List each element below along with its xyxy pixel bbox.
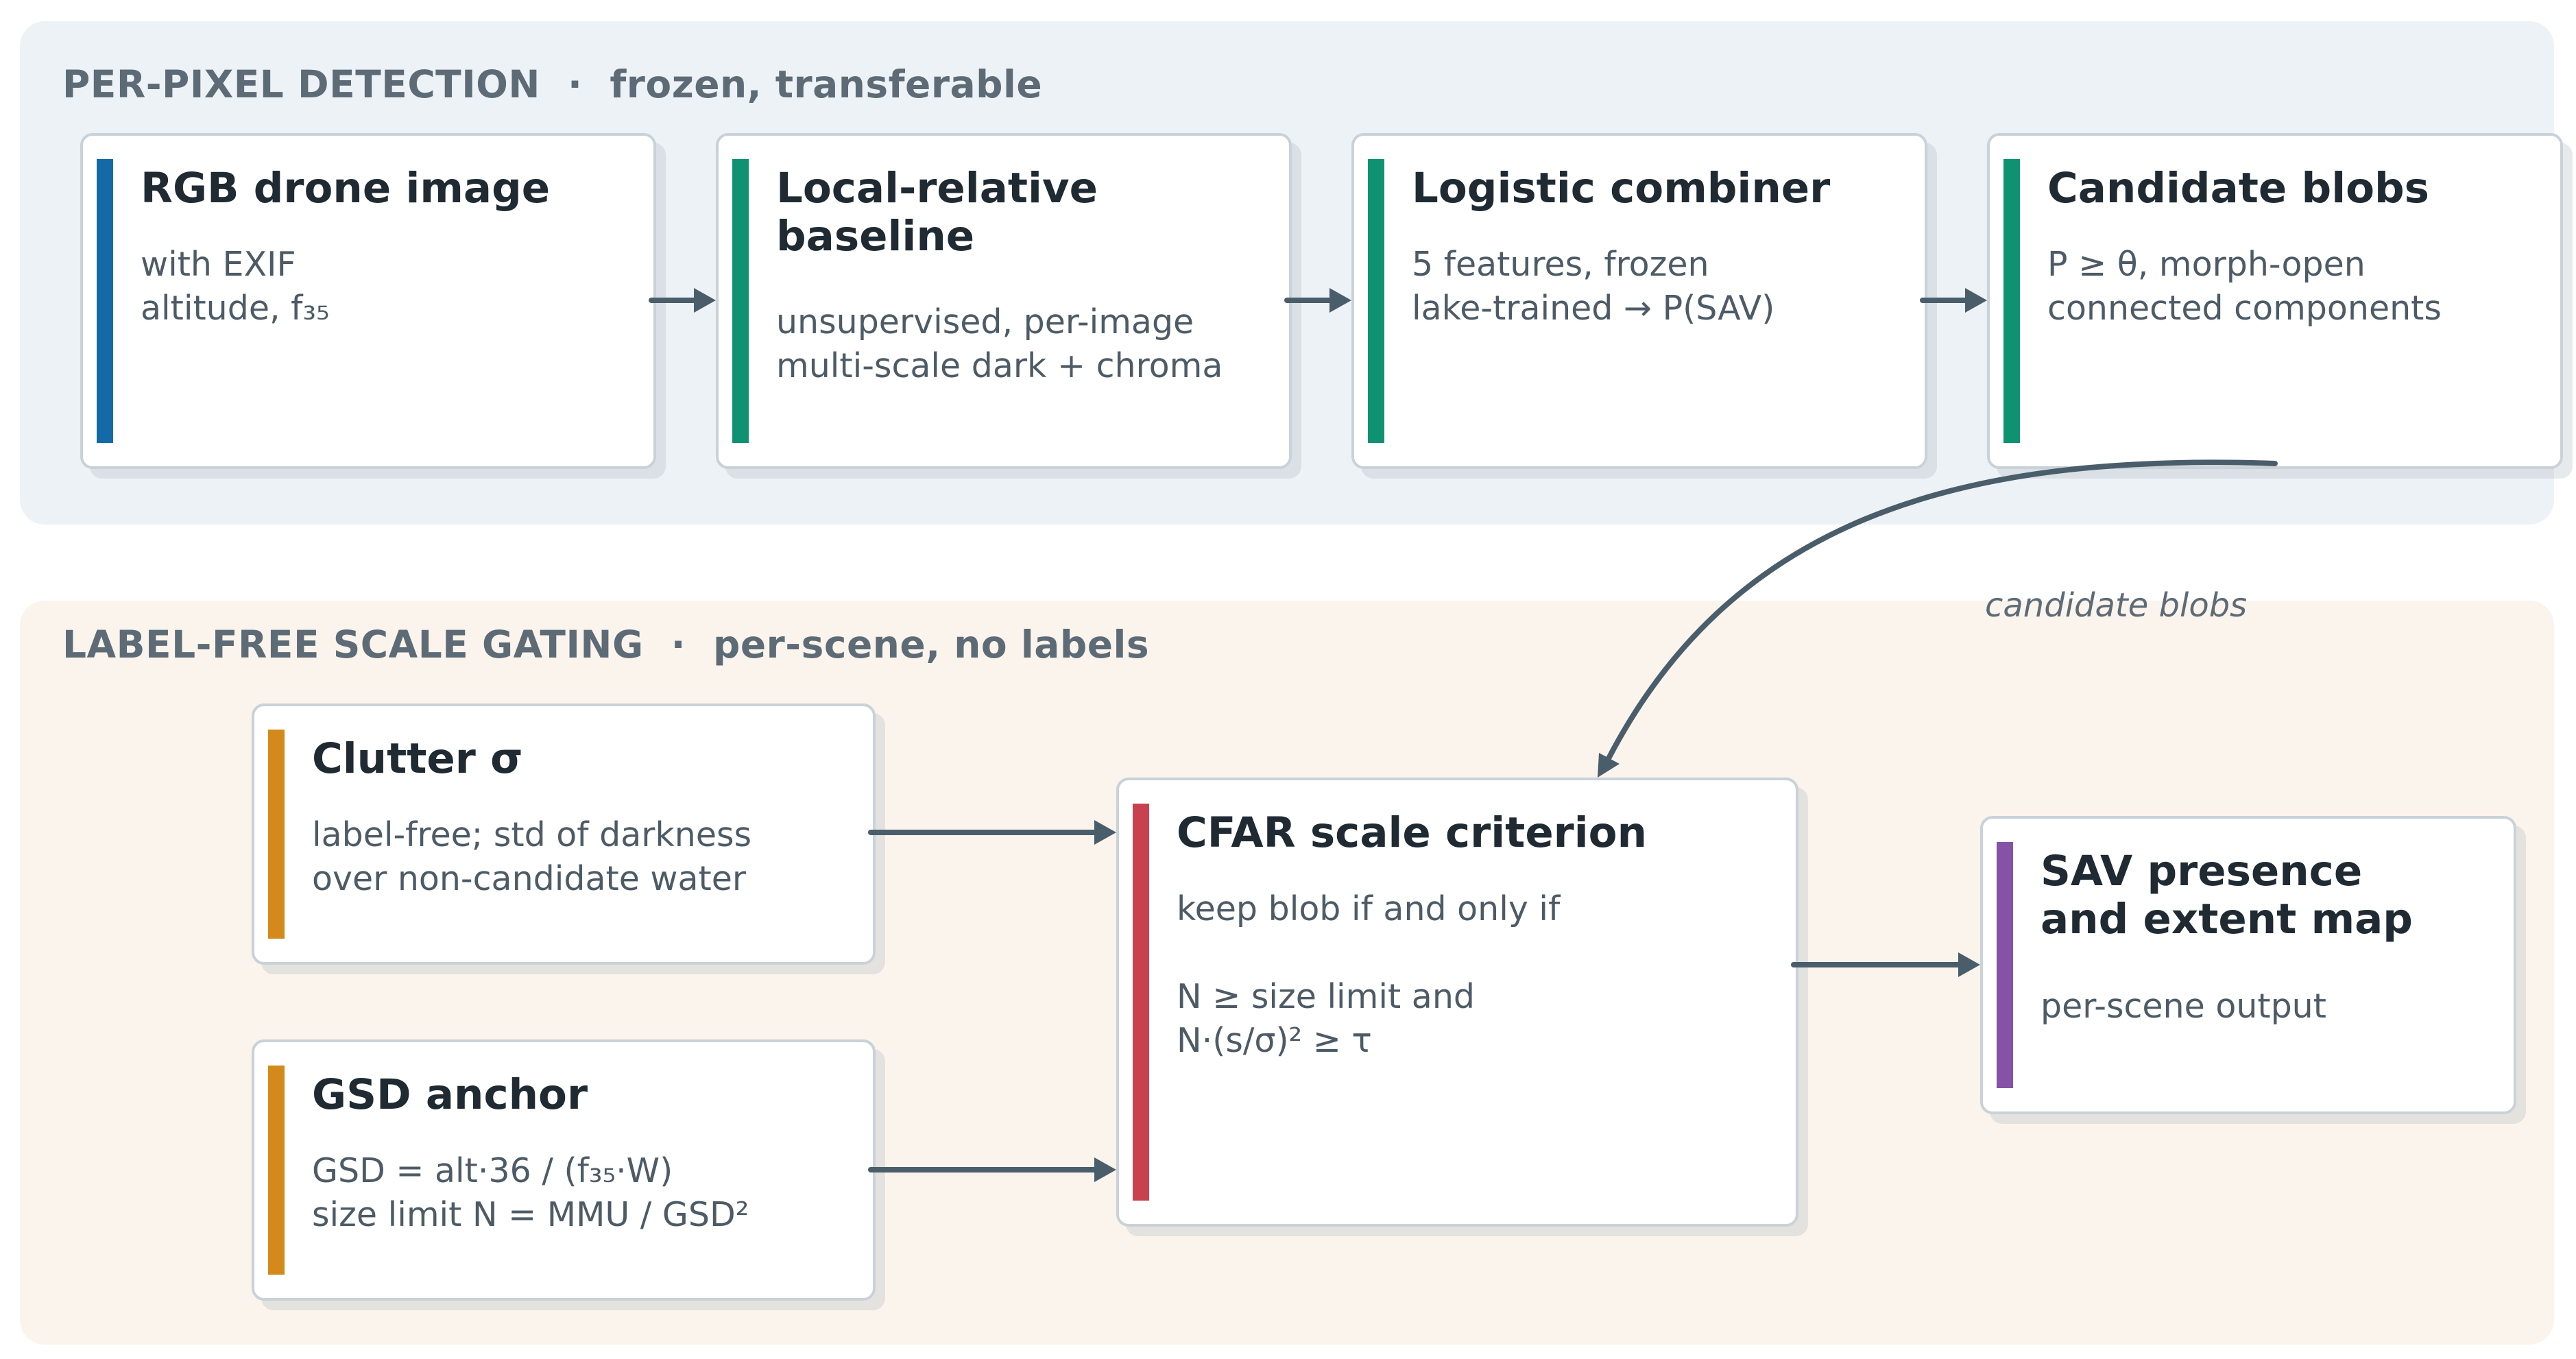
panel-header-detection: PER-PIXEL DETECTION · frozen, transferable [62, 62, 1042, 106]
node-sav-presence-extent-map: SAV presence and extent map per-scene ou… [1980, 816, 2516, 1114]
panel-subtitle: per-scene, no labels [713, 623, 1150, 666]
node-color-bar [1133, 804, 1149, 1201]
node-body: 5 features, frozen lake-trained → P(SAV) [1412, 245, 1775, 328]
node-color-bar [1997, 842, 2013, 1088]
node-body: keep blob if and only if N ≥ size limit … [1177, 889, 1561, 1060]
node-cfar-scale-criterion: CFAR scale criterion keep blob if and on… [1116, 778, 1798, 1227]
node-local-relative-baseline: Local-relative baseline unsupervised, pe… [716, 133, 1292, 469]
node-color-bar [1368, 159, 1384, 443]
edge-label-candidate-blobs: candidate blobs [1985, 586, 2248, 625]
node-body: unsupervised, per-image multi-scale dark… [776, 302, 1223, 385]
node-title: Local-relative baseline [776, 164, 1098, 261]
node-logistic-combiner: Logistic combiner 5 features, frozen lak… [1351, 133, 1927, 469]
node-body: with EXIF altitude, f₃₅ [141, 245, 330, 328]
node-title: CFAR scale criterion [1177, 808, 1648, 857]
node-clutter-sigma: Clutter σ label-free; std of darkness ov… [252, 703, 876, 965]
node-title: GSD anchor [312, 1070, 588, 1119]
node-color-bar [268, 730, 285, 939]
node-title: Logistic combiner [1412, 164, 1831, 213]
node-candidate-blobs: Candidate blobs P ≥ θ, morph-open connec… [1987, 133, 2563, 469]
node-color-bar [732, 159, 749, 443]
panel-title: LABEL-FREE SCALE GATING [62, 623, 644, 666]
node-body: GSD = alt·36 / (f₃₅·W) size limit N = MM… [312, 1151, 749, 1234]
panel-separator: · [671, 623, 686, 666]
node-body: per-scene output [2041, 987, 2326, 1026]
panel-subtitle: frozen, transferable [610, 62, 1043, 106]
node-rgb-drone-image: RGB drone image with EXIF altitude, f₃₅ [80, 133, 656, 469]
node-color-bar [268, 1066, 285, 1275]
node-title: Candidate blobs [2047, 164, 2429, 213]
node-title: SAV presence and extent map [2041, 847, 2413, 943]
panel-separator: · [567, 62, 583, 106]
node-title: RGB drone image [141, 164, 551, 213]
panel-title: PER-PIXEL DETECTION [62, 62, 540, 106]
node-title: Clutter σ [312, 734, 523, 783]
node-gsd-anchor: GSD anchor GSD = alt·36 / (f₃₅·W) size l… [252, 1039, 876, 1301]
panel-header-gating: LABEL-FREE SCALE GATING · per-scene, no la… [62, 623, 1149, 666]
node-color-bar [97, 159, 113, 443]
node-body: label-free; std of darkness over non-can… [312, 815, 752, 898]
node-color-bar [2003, 159, 2020, 443]
node-body: P ≥ θ, morph-open connected components [2047, 245, 2442, 328]
